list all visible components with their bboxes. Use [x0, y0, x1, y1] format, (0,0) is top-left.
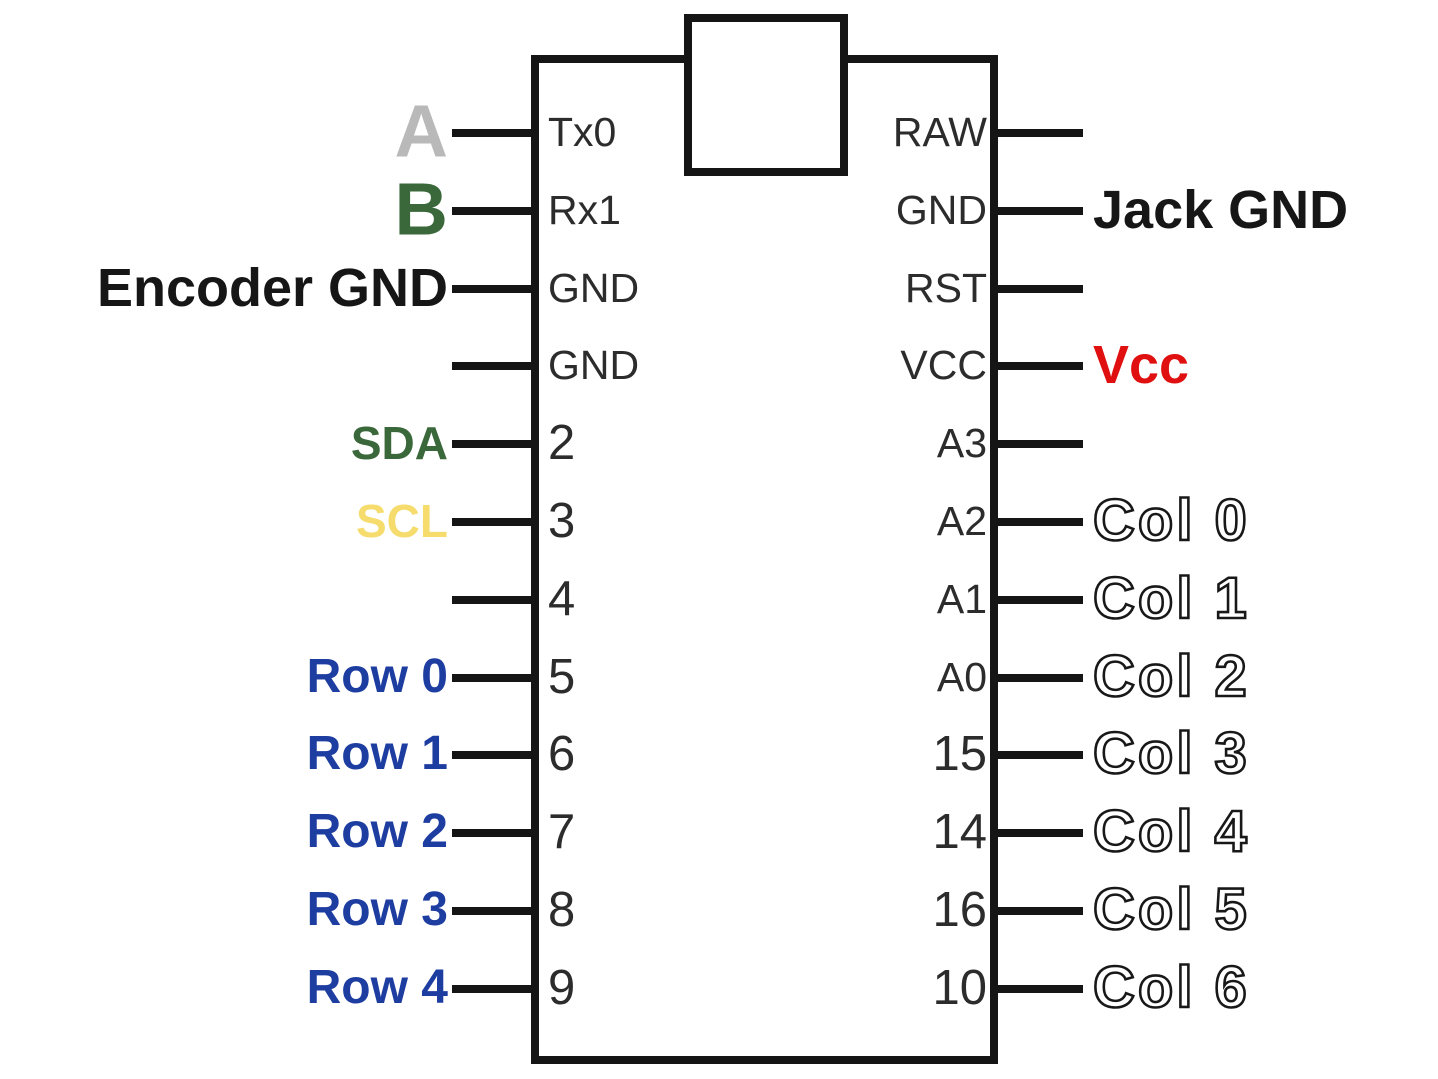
pin-wire [993, 829, 1083, 837]
pin-name: Tx0 [548, 109, 617, 156]
pin-name: 9 [548, 961, 576, 1016]
pin-wire [452, 907, 536, 915]
net-label: Col 3 [1092, 720, 1250, 786]
pin-name: VCC [900, 342, 987, 389]
pin-name: 7 [548, 805, 576, 860]
net-label: Col 4 [1092, 798, 1250, 864]
pin-name: RST [905, 265, 987, 312]
pin-name: 5 [548, 650, 576, 705]
pin-wire [993, 440, 1083, 448]
pin-wire [993, 362, 1083, 370]
pin-wire [452, 129, 536, 137]
net-label: Jack GND [1093, 179, 1349, 240]
pin-name: 3 [548, 494, 576, 549]
pin-name: GND [548, 342, 640, 389]
pin-wire [993, 985, 1083, 993]
net-label: Vcc [1093, 334, 1190, 395]
net-label: Row 1 [306, 727, 448, 781]
net-label: Col 1 [1092, 565, 1250, 631]
chip-body [531, 55, 998, 1064]
pin-wire [452, 829, 536, 837]
pin-wire [452, 596, 536, 604]
net-label: Col 6 [1092, 954, 1250, 1020]
pin-wire [993, 285, 1083, 293]
pin-wire [452, 985, 536, 993]
pin-wire [452, 518, 536, 526]
pin-name: A3 [936, 420, 987, 467]
pin-wire [452, 285, 536, 293]
pin-wire [452, 207, 536, 215]
pin-wire [452, 674, 536, 682]
net-label: SDA [350, 417, 448, 470]
pin-name: GND [895, 187, 987, 234]
pin-name: 2 [548, 416, 576, 471]
net-label: Row 4 [306, 961, 448, 1015]
net-label: Row 3 [306, 883, 448, 937]
pin-wire [993, 907, 1083, 915]
pin-name: 16 [932, 883, 987, 938]
pin-wire [452, 362, 536, 370]
pin-wire [993, 674, 1083, 682]
pin-name: A1 [936, 576, 987, 623]
pin-name: Rx1 [548, 187, 621, 234]
net-label: Encoder GND [96, 257, 448, 318]
pin-wire [993, 207, 1083, 215]
net-label: SCL [356, 495, 448, 548]
net-label: Col 2 [1092, 643, 1250, 709]
net-label: B [394, 167, 448, 251]
pin-wire [993, 596, 1083, 604]
pin-name: 15 [932, 727, 987, 782]
pin-name: GND [548, 265, 640, 312]
pin-name: 6 [548, 727, 576, 782]
pin-wire [993, 518, 1083, 526]
pin-name: 10 [932, 961, 987, 1016]
pin-name: A0 [936, 654, 987, 701]
pin-name: A2 [936, 498, 987, 545]
pin-wire [452, 751, 536, 759]
pin-name: RAW [892, 109, 987, 156]
pin-wire [993, 129, 1083, 137]
net-label: Row 0 [306, 650, 448, 704]
pin-name: 14 [932, 805, 987, 860]
pin-wire [452, 440, 536, 448]
net-label: A [394, 89, 448, 173]
net-label: Row 2 [306, 805, 448, 859]
pin-name: 4 [548, 572, 576, 627]
usb-connector [684, 14, 848, 176]
pin-wire [993, 751, 1083, 759]
net-label: Col 0 [1092, 487, 1250, 553]
net-label: Col 5 [1092, 876, 1250, 942]
pin-name: 8 [548, 883, 576, 938]
